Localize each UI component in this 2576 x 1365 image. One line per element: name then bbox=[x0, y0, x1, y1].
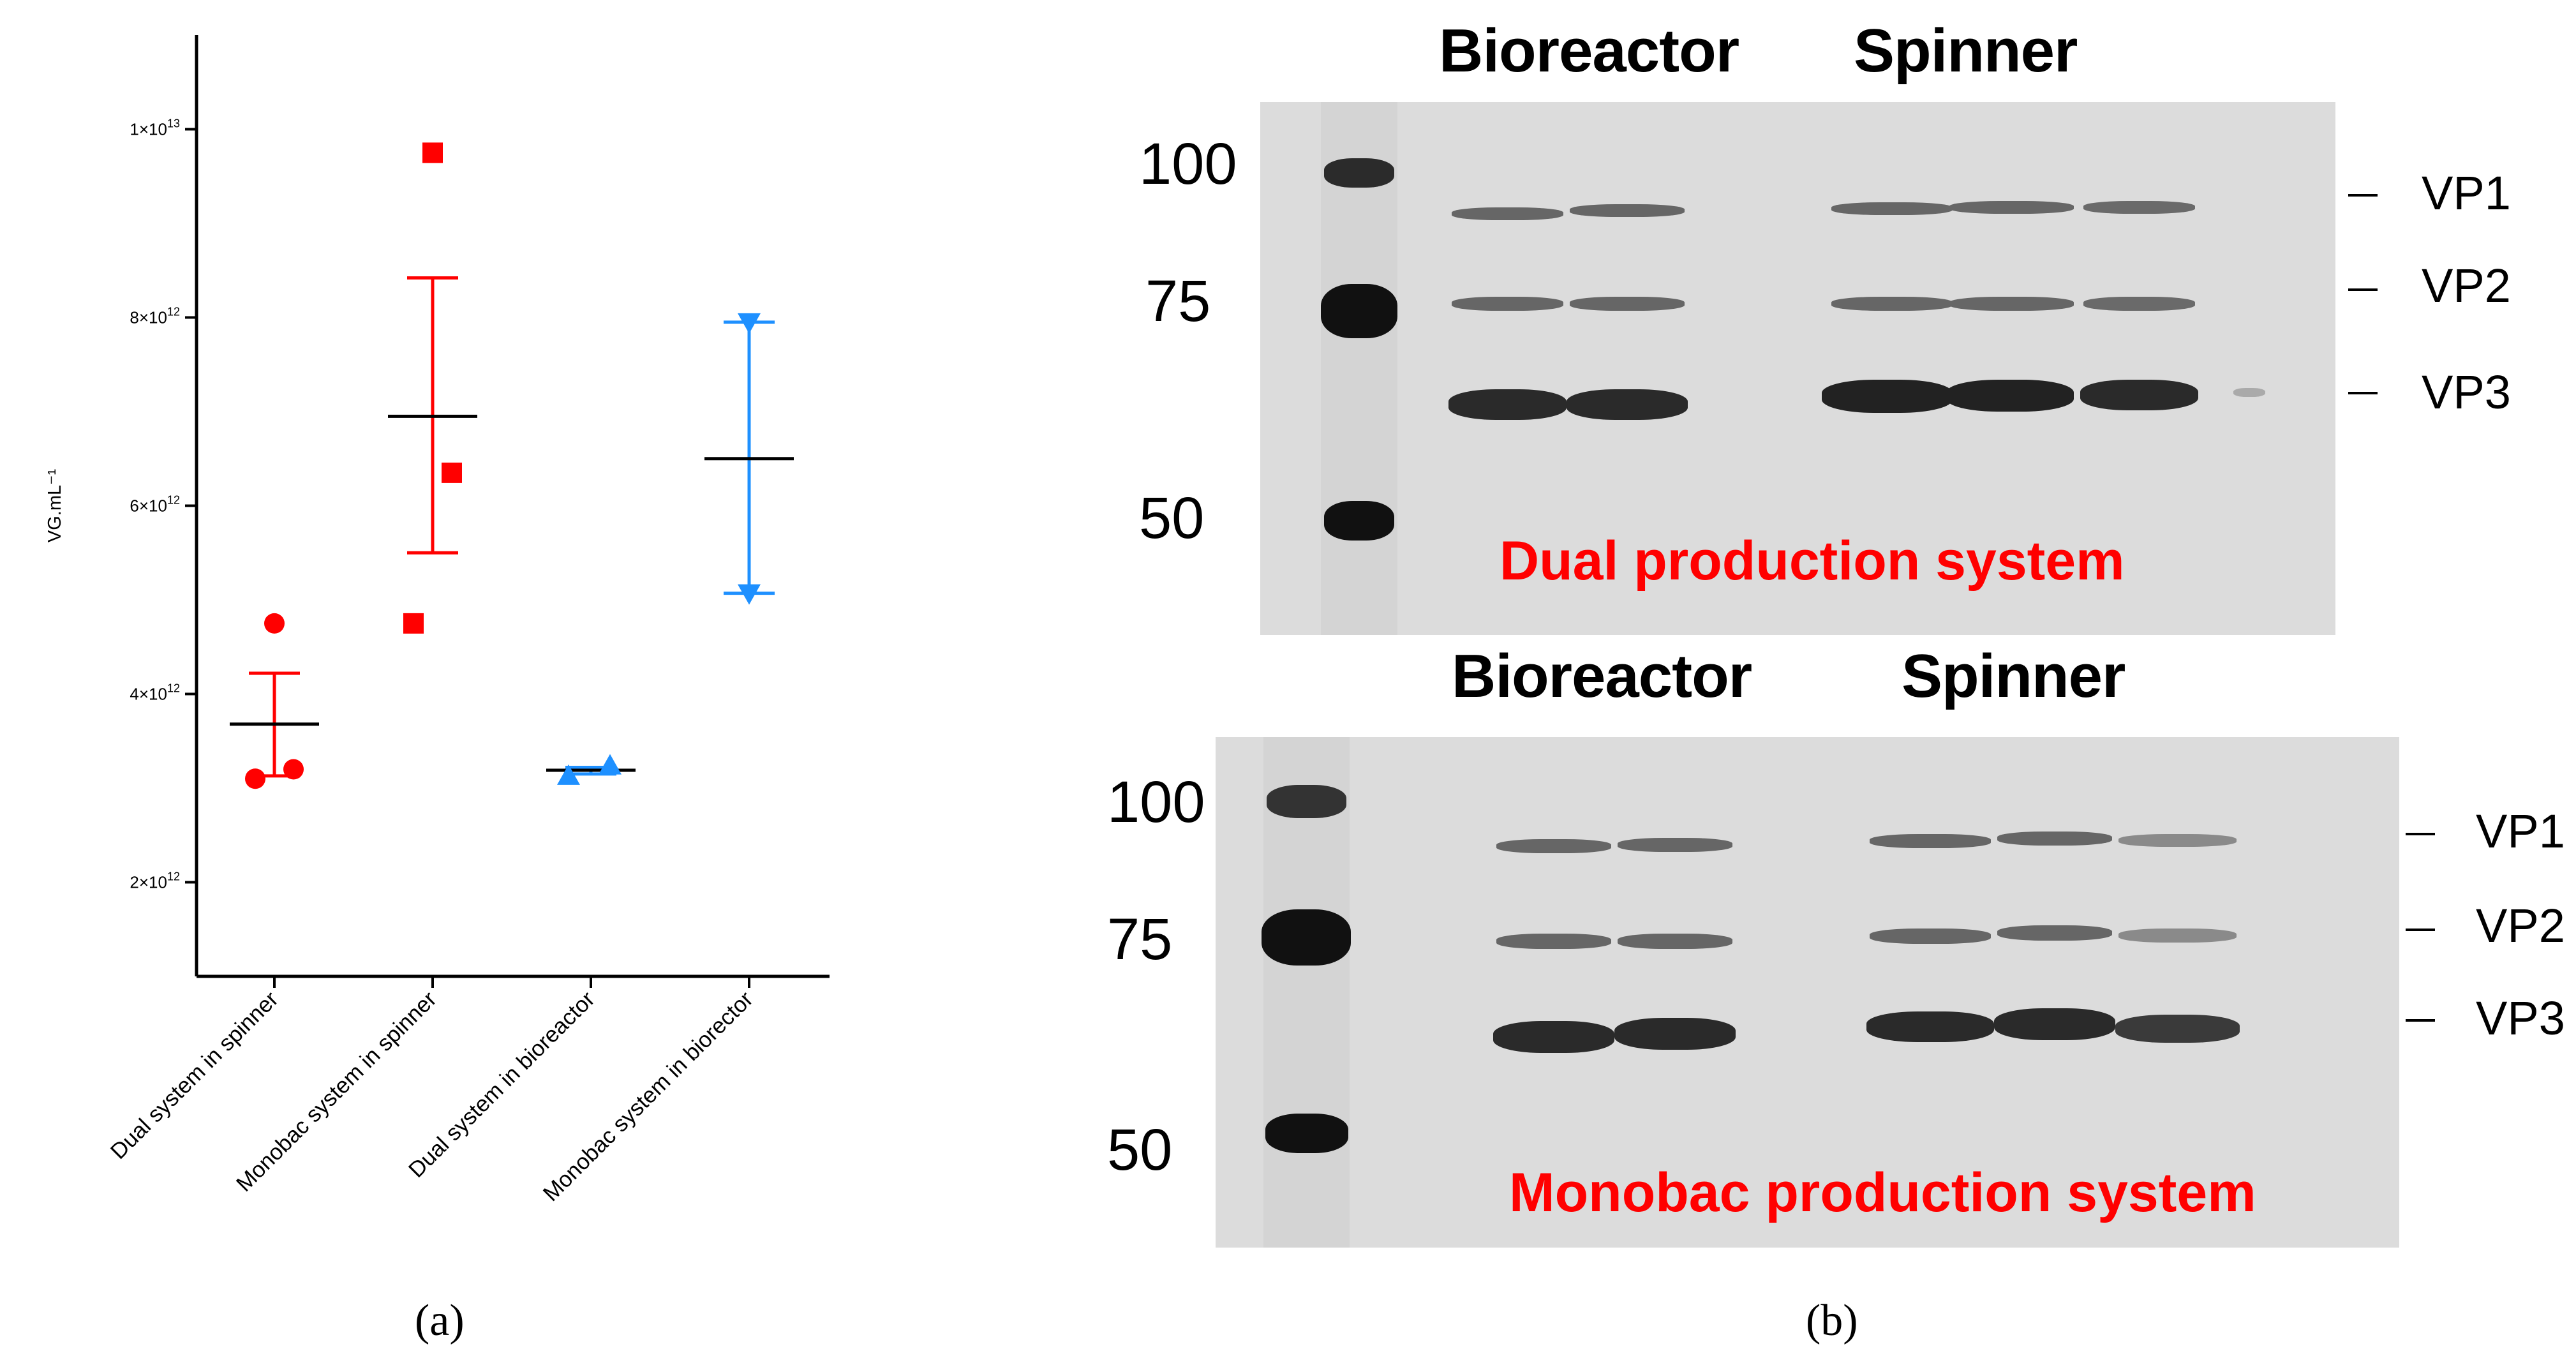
gel-top-vp3-label: VP3 bbox=[2422, 366, 2511, 419]
gel-bottom-lane5-vp3 bbox=[2115, 1015, 2240, 1043]
gel-bottom-ladder-lane bbox=[1263, 737, 1350, 1248]
gel-bottom-vp2-label: VP2 bbox=[2476, 899, 2565, 952]
data-point bbox=[264, 613, 285, 634]
gel-top-ladder-band-75 bbox=[1321, 284, 1397, 338]
gel-bottom-lane3-vp1 bbox=[1870, 834, 1991, 848]
chart-axes: 1×1013 8×1012 6×1012 4×1012 2×1012 VG.mL⁻¹ Dua… bbox=[45, 35, 830, 1206]
gel-bottom-vp3-dash bbox=[2406, 1019, 2435, 1022]
data-point bbox=[245, 768, 265, 789]
gel-bottom-ladder-band-50 bbox=[1265, 1114, 1348, 1153]
gel-top-lane4-vp3 bbox=[1946, 380, 2074, 412]
data-point bbox=[283, 759, 304, 780]
data-point bbox=[442, 462, 462, 483]
gel-top-vp2-label: VP2 bbox=[2422, 259, 2511, 312]
gel-top-image bbox=[1260, 102, 2335, 635]
gel-bottom-lane2-vp1 bbox=[1618, 838, 1732, 852]
gel-top-faint-band bbox=[2233, 388, 2265, 397]
gel-top-vp2-dash bbox=[2348, 288, 2378, 291]
gel-bottom-vp3-label: VP3 bbox=[2476, 992, 2565, 1045]
gel-bottom-ladder-band-75 bbox=[1262, 909, 1351, 966]
gel-top-mw-50: 50 bbox=[1139, 486, 1205, 551]
chart-marks bbox=[230, 142, 794, 789]
dot-plot-chart: 1×1013 8×1012 6×1012 4×1012 2×1012 VG.mL⁻¹ Dua… bbox=[45, 35, 830, 1206]
gel-bottom-lane1-vp3 bbox=[1493, 1021, 1614, 1053]
gel-bottom-lane3-vp2 bbox=[1870, 929, 1991, 944]
y-tick-label: 8×1012 bbox=[130, 306, 180, 327]
gel-bottom-header-spinner: Spinner bbox=[1902, 642, 2126, 710]
gel-bottom-lane5-vp2 bbox=[2118, 929, 2237, 943]
gel-top-ladder-lane bbox=[1321, 102, 1397, 635]
gel-bottom-mw-100: 100 bbox=[1107, 770, 1205, 835]
gel-top-lane3-vp2 bbox=[1831, 297, 1953, 311]
x-category-label: Dual system in bioreactor bbox=[404, 987, 600, 1182]
gel-bottom-lane4-vp3 bbox=[1994, 1008, 2115, 1040]
data-point bbox=[403, 613, 424, 634]
gel-top-lane5-vp2 bbox=[2083, 297, 2195, 311]
gel-bottom-lane4-vp2 bbox=[1997, 925, 2112, 941]
gel-top-ladder-band-100 bbox=[1324, 158, 1394, 188]
gel-bottom-lane1-vp2 bbox=[1496, 934, 1611, 949]
gel-bottom-lane2-vp2 bbox=[1618, 934, 1732, 949]
gel-bottom-vp1-dash bbox=[2406, 833, 2435, 835]
gel-top-lane2-vp2 bbox=[1570, 297, 1685, 311]
gel-top-lane5-vp3 bbox=[2080, 380, 2198, 410]
y-tick-label: 6×1012 bbox=[130, 494, 180, 516]
y-tick-label: 1×1013 bbox=[130, 117, 180, 139]
y-axis-label: VG.mL⁻¹ bbox=[45, 469, 65, 543]
panel-b-label: (b) bbox=[1806, 1296, 1858, 1345]
data-point bbox=[599, 754, 622, 775]
gel-bottom-mw-75: 75 bbox=[1107, 907, 1173, 972]
gel-bottom-lane1-vp1 bbox=[1496, 839, 1611, 853]
gel-top-lane4-vp1 bbox=[1949, 201, 2074, 214]
gel-top-system-label: Dual production system bbox=[1500, 530, 2125, 592]
gel-top-lane2-vp3 bbox=[1567, 389, 1688, 420]
gel-top-lane5-vp1 bbox=[2083, 201, 2195, 214]
gel-top-vp1-label: VP1 bbox=[2422, 167, 2511, 220]
data-point bbox=[422, 142, 443, 163]
gel-top-lane2-vp1 bbox=[1570, 204, 1685, 217]
gel-top-lane4-vp2 bbox=[1949, 297, 2074, 311]
data-point bbox=[557, 764, 580, 785]
gel-top-header-spinner: Spinner bbox=[1854, 17, 2078, 85]
gel-bottom-lane2-vp3 bbox=[1614, 1018, 1736, 1050]
data-point bbox=[738, 313, 761, 334]
gel-bottom-system-label: Monobac production system bbox=[1509, 1162, 2256, 1223]
gel-bottom-lane3-vp3 bbox=[1866, 1011, 1994, 1042]
gel-bottom-mw-50: 50 bbox=[1107, 1117, 1173, 1182]
gel-top-lane3-vp3 bbox=[1822, 380, 1953, 413]
gel-top-ladder-band-50 bbox=[1324, 501, 1394, 541]
y-tick-label: 4×1012 bbox=[130, 682, 180, 704]
gel-bottom-image bbox=[1216, 737, 2399, 1248]
gel-top-lane1-vp1 bbox=[1452, 207, 1563, 220]
gel-top-mw-100: 100 bbox=[1139, 131, 1237, 197]
gel-bottom-vp1-label: VP1 bbox=[2476, 805, 2565, 858]
gel-top-vp1-dash bbox=[2348, 194, 2378, 197]
gel-top-lane1-vp3 bbox=[1448, 389, 1567, 420]
gel-top-lane3-vp1 bbox=[1831, 202, 1953, 215]
panel-a-label: (a) bbox=[415, 1296, 465, 1345]
gel-bottom-vp2-dash bbox=[2406, 929, 2435, 931]
gel-top-vp3-dash bbox=[2348, 392, 2378, 394]
gel-bottom-lane4-vp1 bbox=[1997, 832, 2112, 846]
gel-bottom-header-bioreactor: Bioreactor bbox=[1452, 642, 1752, 710]
gel-bottom-lane5-vp1 bbox=[2118, 834, 2237, 847]
gel-top-header-bioreactor: Bioreactor bbox=[1439, 17, 1739, 85]
x-category-label: Dual system in spinner bbox=[106, 987, 283, 1164]
gel-top-lane1-vp2 bbox=[1452, 297, 1563, 311]
data-point bbox=[738, 584, 761, 605]
gel-bottom-ladder-band-100 bbox=[1267, 785, 1346, 818]
gel-top-mw-75: 75 bbox=[1145, 269, 1211, 334]
y-tick-label: 2×1012 bbox=[130, 870, 180, 892]
